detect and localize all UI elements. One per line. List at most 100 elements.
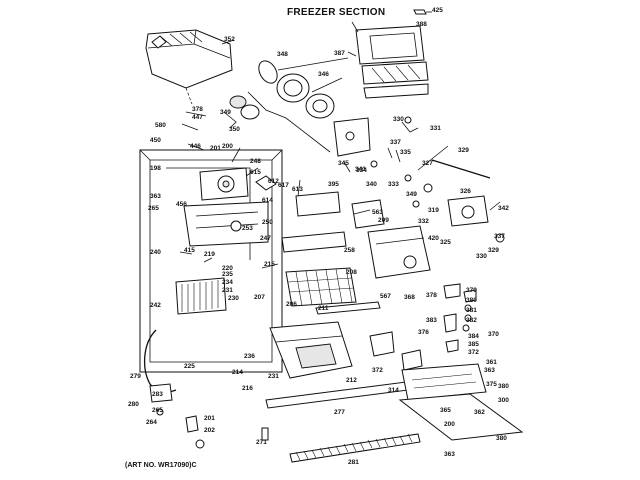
label-206: 206	[286, 301, 297, 308]
label-208: 208	[346, 269, 357, 276]
label-382: 382	[466, 317, 477, 324]
label-283: 283	[152, 391, 163, 398]
label-258: 258	[344, 247, 355, 254]
evaporator-cover	[183, 201, 269, 247]
label-580: 580	[155, 122, 166, 129]
label-340: 340	[366, 181, 377, 188]
label-333: 333	[388, 181, 399, 188]
label-236: 236	[244, 353, 255, 360]
label-201b: 201	[204, 415, 215, 422]
label-329b: 329	[488, 247, 499, 254]
label-214: 214	[232, 369, 243, 376]
label-450: 450	[150, 137, 161, 144]
label-380b: 380	[498, 383, 509, 390]
label-230: 230	[228, 295, 239, 302]
clip-part-425	[413, 9, 432, 15]
label-326: 326	[460, 188, 471, 195]
label-363c: 363	[444, 451, 455, 458]
label-567: 567	[380, 293, 391, 300]
label-384: 384	[468, 333, 479, 340]
label-380c: 380	[496, 435, 507, 442]
label-325: 325	[440, 239, 451, 246]
label-265: 265	[148, 205, 159, 212]
label-380: 380	[466, 297, 477, 304]
label-370: 370	[488, 331, 499, 338]
label-617: 617	[278, 182, 289, 189]
label-381: 381	[466, 307, 477, 314]
label-212: 212	[346, 377, 357, 384]
ice-maker-assembly	[367, 225, 431, 279]
label-372: 372	[468, 349, 479, 356]
label-279: 279	[130, 373, 141, 380]
evaporator-coil	[175, 277, 227, 315]
label-447: 447	[192, 114, 203, 121]
label-446: 446	[190, 143, 201, 150]
label-271: 271	[256, 439, 267, 446]
label-349b: 349	[406, 191, 417, 198]
label-211: 211	[318, 305, 329, 312]
dispenser-parts-column	[443, 283, 477, 353]
label-352: 352	[224, 36, 235, 43]
label-350: 350	[229, 126, 240, 133]
label-225: 225	[184, 363, 195, 370]
label-365: 365	[440, 407, 451, 414]
shelf-rail-258	[281, 231, 347, 253]
toe-grille	[289, 433, 421, 463]
leader-lines	[179, 21, 371, 269]
label-341: 341	[355, 166, 366, 173]
label-375: 375	[486, 381, 497, 388]
label-332: 332	[418, 218, 429, 225]
label-202: 202	[204, 427, 215, 434]
label-613: 613	[292, 186, 303, 193]
label-345: 345	[338, 160, 349, 167]
label-248: 248	[250, 158, 261, 165]
label-615: 615	[250, 169, 261, 176]
label-201: 201	[210, 145, 221, 152]
label-420: 420	[428, 235, 439, 242]
label-264: 264	[146, 419, 157, 426]
fan-motor-assembly	[199, 167, 277, 201]
label-314: 314	[388, 387, 399, 394]
label-330b: 330	[476, 253, 487, 260]
label-378: 378	[192, 106, 203, 113]
label-209: 209	[378, 217, 389, 224]
label-337b: 337	[494, 233, 505, 240]
small-parts-right	[370, 116, 491, 208]
label-348: 348	[277, 51, 288, 58]
label-456: 456	[176, 201, 187, 208]
label-265b: 265	[152, 407, 163, 414]
label-368: 368	[404, 294, 415, 301]
label-363b: 363	[484, 367, 495, 374]
label-334: 334	[356, 167, 367, 174]
water-valve	[369, 331, 423, 371]
label-387: 387	[334, 50, 345, 57]
label-200: 200	[222, 143, 233, 150]
drip-tray	[398, 393, 524, 441]
label-247: 247	[260, 235, 271, 242]
label-388: 388	[416, 21, 427, 28]
label-383: 383	[426, 317, 437, 324]
label-329: 329	[458, 147, 469, 154]
label-563: 563	[372, 209, 383, 216]
label-363: 363	[150, 193, 161, 200]
label-219: 219	[204, 251, 215, 258]
label-330: 330	[393, 116, 404, 123]
label-250: 250	[262, 219, 273, 226]
label-425: 425	[432, 7, 443, 14]
label-327: 327	[422, 160, 433, 167]
label-319: 319	[428, 207, 439, 214]
art-number: (ART NO. WR17090)C	[125, 462, 197, 469]
label-378b: 378	[426, 292, 437, 299]
label-281: 281	[348, 459, 359, 466]
label-215: 215	[264, 261, 275, 268]
label-216: 216	[242, 385, 253, 392]
ice-storage-bin	[145, 29, 233, 105]
shelf-rail-211	[315, 301, 381, 315]
label-361: 361	[486, 359, 497, 366]
label-614: 614	[262, 197, 273, 204]
label-231b: 231	[268, 373, 279, 380]
auger-assembly	[223, 60, 335, 153]
label-198: 198	[150, 165, 161, 172]
hinge-parts	[149, 383, 269, 449]
